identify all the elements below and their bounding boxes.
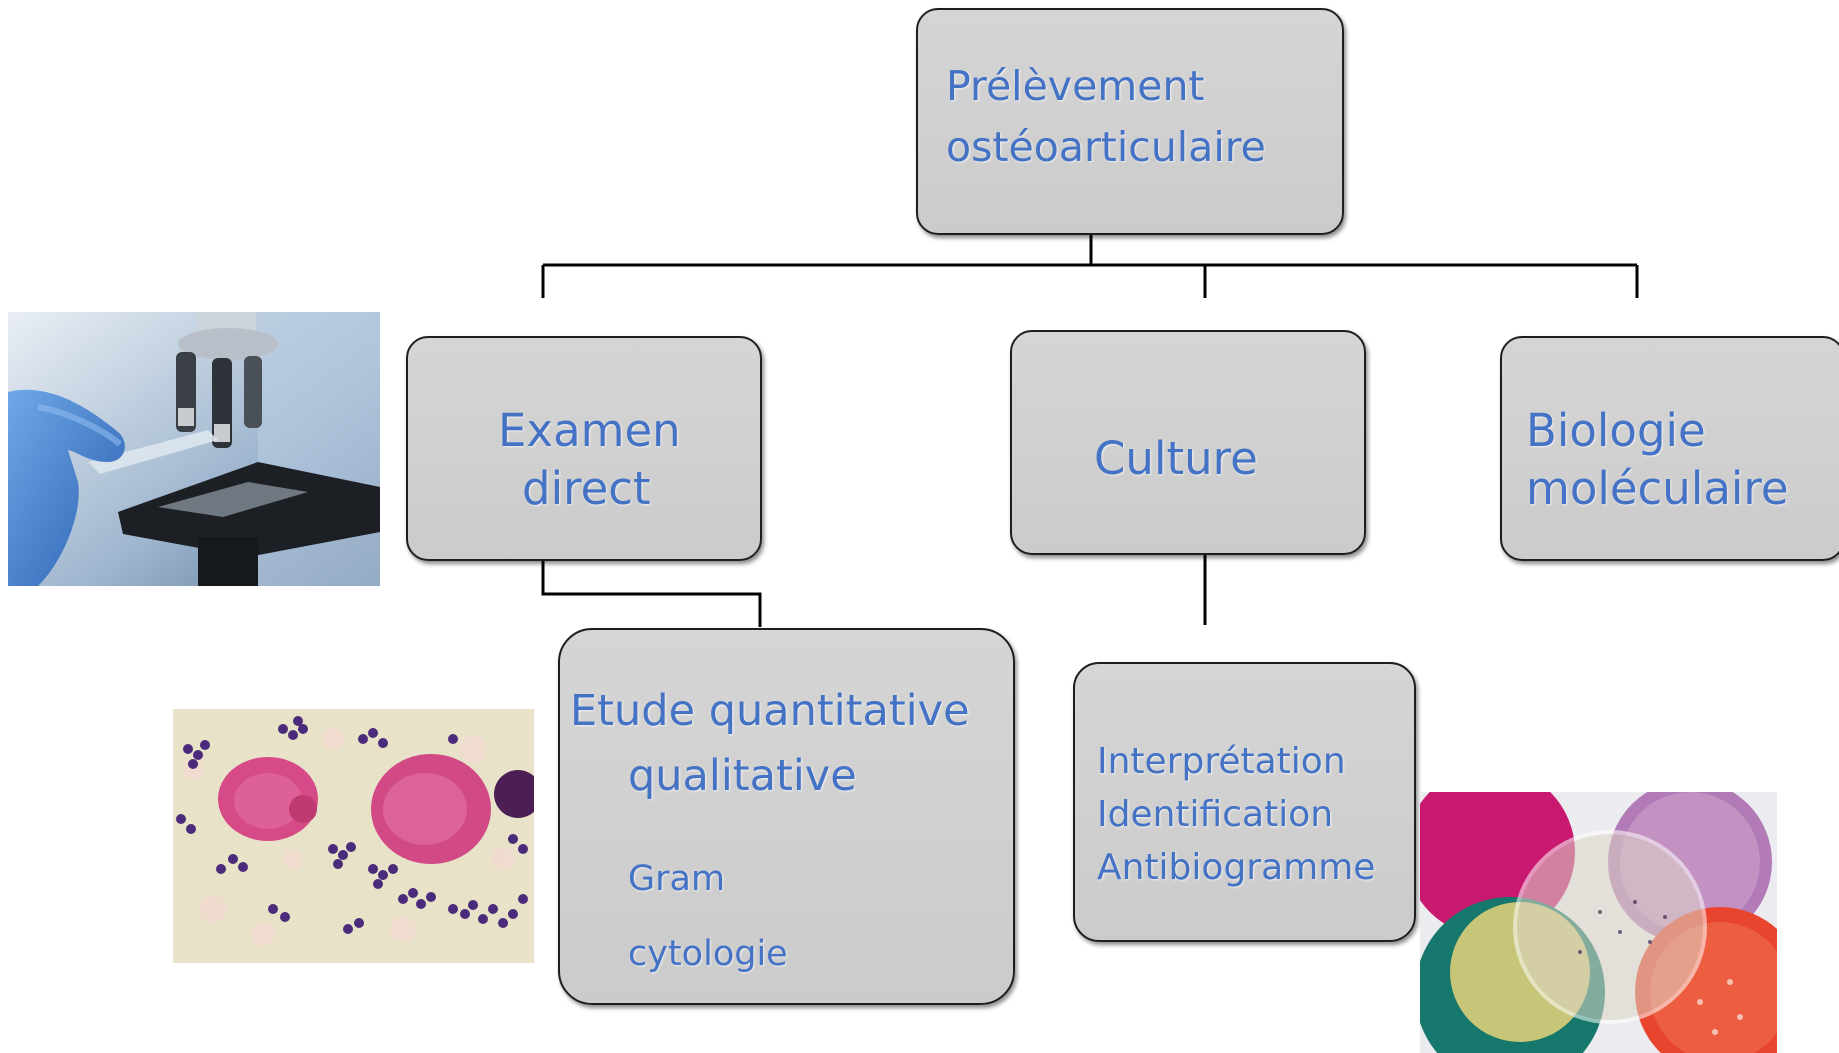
box-biologie-moleculaire: Biologie moléculaire [1500, 336, 1839, 561]
biologie-label-line2: moléculaire [1526, 462, 1789, 515]
culture-label: Culture [1094, 432, 1258, 485]
root-label-line2: ostéoarticulaire [946, 123, 1266, 171]
etude-label-line2: qualitative [628, 751, 857, 801]
examen-label-line2: direct [522, 462, 651, 515]
etude-item-gram: Gram [628, 859, 726, 899]
box-culture-detail: Interprétation Identification Antibiogra… [1073, 662, 1416, 942]
etude-item-cytologie: cytologie [628, 934, 788, 974]
box-culture: Culture [1010, 330, 1366, 555]
microscope-photo [8, 312, 380, 586]
petri-dishes-photo [1420, 792, 1777, 1053]
examen-label-line1: Examen [498, 404, 681, 457]
root-label-line1: Prélèvement [946, 62, 1205, 110]
gram-stain-micrograph [173, 709, 534, 963]
culture-item-antibiogramme: Antibiogramme [1097, 847, 1376, 888]
biologie-label-line1: Biologie [1526, 404, 1706, 457]
culture-item-identification: Identification [1097, 794, 1334, 835]
box-etude-quantitative: Etude quantitative qualitative Gram cyto… [558, 628, 1015, 1005]
root-box-prelevement: Prélèvement ostéoarticulaire [916, 8, 1344, 235]
culture-item-interpretation: Interprétation [1097, 741, 1346, 782]
box-examen-direct: Examen direct [406, 336, 762, 561]
etude-label-line1: Etude quantitative [570, 686, 970, 736]
